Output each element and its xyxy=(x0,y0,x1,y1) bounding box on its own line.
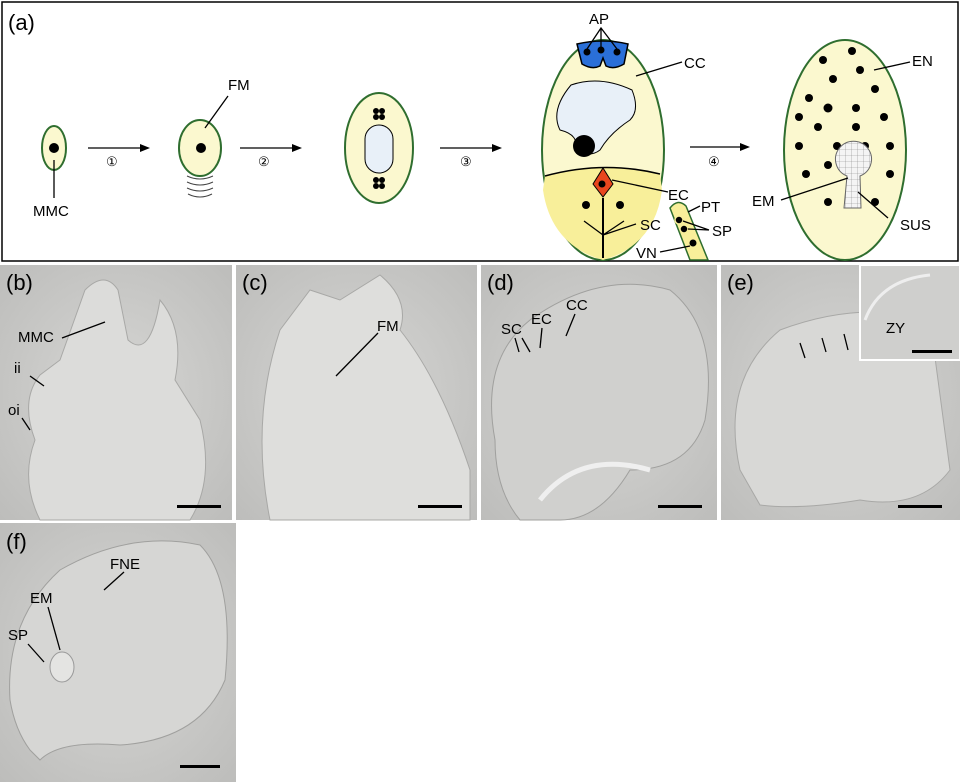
svg-text:ii: ii xyxy=(14,360,21,377)
panel-a-label: (a) xyxy=(8,10,35,35)
scale-bar xyxy=(898,505,942,508)
scale-bar xyxy=(418,505,462,508)
label-vn: VN xyxy=(636,245,657,262)
svg-text:oi: oi xyxy=(8,402,20,419)
panel-b-micrograph: (b) MMC ii oi xyxy=(0,265,232,521)
scale-bar xyxy=(658,505,702,508)
panel-e-micrograph: (e) ZY xyxy=(721,264,960,520)
svg-text:①: ① xyxy=(106,154,118,169)
svg-text:FNE: FNE xyxy=(110,556,140,573)
svg-text:(f): (f) xyxy=(6,529,27,554)
arrow-step-2: ② xyxy=(240,144,302,169)
label-sc: SC xyxy=(640,217,661,234)
label-em: EM xyxy=(752,193,775,210)
svg-text:③: ③ xyxy=(460,154,472,169)
pollen-tube: PT SP VN xyxy=(636,199,732,262)
label-sus: SUS xyxy=(900,217,931,234)
label-mmc: MMC xyxy=(33,203,69,220)
seed-endosperm: EM SUS EN xyxy=(752,39,933,261)
svg-text:②: ② xyxy=(258,154,270,169)
label-cc: CC xyxy=(684,55,706,72)
mmc-cell: MMC xyxy=(33,125,69,220)
svg-text:ZY: ZY xyxy=(886,320,905,337)
embryo-sac: AP CC EC SC xyxy=(541,11,706,261)
scale-bar xyxy=(177,505,221,508)
svg-text:CC: CC xyxy=(566,297,588,314)
label-pt: PT xyxy=(701,199,720,216)
panel-e-inset: ZY xyxy=(859,264,960,361)
svg-text:EM: EM xyxy=(30,590,53,607)
arrow-step-3: ③ xyxy=(440,144,502,169)
svg-text:(e): (e) xyxy=(727,270,754,295)
panel-d-micrograph: (d) SC EC CC xyxy=(481,265,717,521)
panel-a: (a) MMC ① FM ② ③ xyxy=(1,1,959,262)
svg-text:FM: FM xyxy=(377,318,399,335)
label-ap: AP xyxy=(589,11,609,28)
fm-cell: FM xyxy=(178,77,250,198)
svg-text:MMC: MMC xyxy=(18,329,54,346)
label-en: EN xyxy=(912,53,933,70)
svg-text:(d): (d) xyxy=(487,270,514,295)
svg-text:EC: EC xyxy=(531,311,552,328)
arrow-step-1: ① xyxy=(88,144,150,169)
arrow-step-4: ④ xyxy=(690,143,750,169)
label-sp: SP xyxy=(712,223,732,240)
panel-c-micrograph: (c) FM xyxy=(236,265,477,521)
label-ec: EC xyxy=(668,187,689,204)
svg-text:(b): (b) xyxy=(6,270,33,295)
svg-text:(c): (c) xyxy=(242,270,268,295)
binucleate-cell xyxy=(344,92,414,204)
svg-text:SC: SC xyxy=(501,321,522,338)
svg-text:④: ④ xyxy=(708,154,720,169)
panel-f-micrograph: (f) FNE EM SP xyxy=(0,523,236,782)
label-fm: FM xyxy=(228,77,250,94)
svg-text:SP: SP xyxy=(8,627,28,644)
scale-bar xyxy=(180,765,220,768)
